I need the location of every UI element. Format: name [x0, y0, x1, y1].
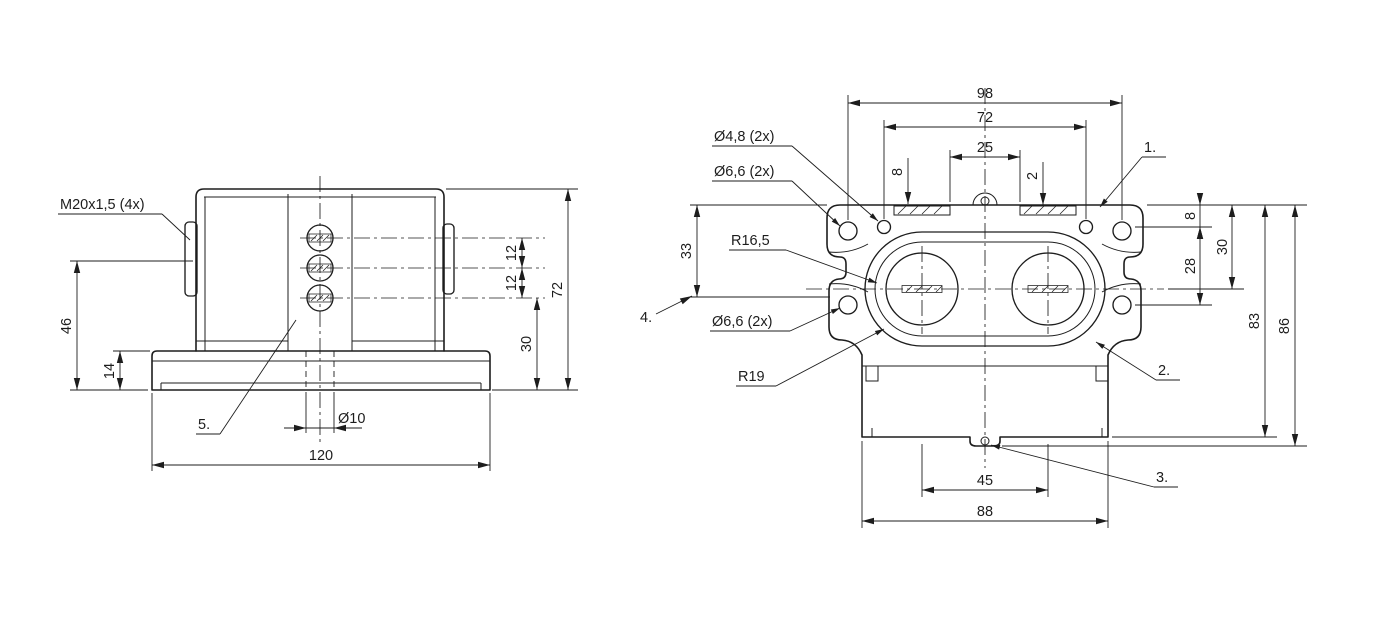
- callout-1-label: 1.: [1144, 140, 1156, 156]
- dim-33-label: 33: [679, 243, 695, 259]
- left-gland-left: [184, 221, 198, 297]
- hole-dia66-bottom-left: [838, 295, 858, 315]
- obround-outer: [864, 231, 1106, 347]
- hole-dia66-bottom-right: [1112, 295, 1132, 315]
- right-view-centerlines: [806, 88, 1164, 468]
- label-dia66-top: Ø6,6 (2x): [714, 164, 774, 180]
- dim-12b-label: 12: [504, 275, 520, 291]
- hole-dia48-right: [1078, 219, 1094, 235]
- left-view-centerlines: [300, 176, 545, 444]
- callout-2-label: 2.: [1158, 363, 1170, 379]
- callout-3-label: 3.: [1156, 470, 1168, 486]
- dim-30-left-label: 30: [519, 336, 535, 352]
- dim-88-label: 88: [977, 504, 993, 520]
- dim-120-label: 120: [309, 448, 333, 464]
- callout-5-label: 5.: [198, 417, 210, 433]
- dim-30-right-label: 30: [1215, 239, 1231, 255]
- dim-12a-label: 12: [504, 245, 520, 261]
- dim-83-label: 83: [1247, 313, 1263, 329]
- dim-46-label: 46: [59, 318, 75, 334]
- hole-dia66-top-right: [1112, 221, 1132, 241]
- label-dia66-bottom: Ø6,6 (2x): [712, 314, 772, 330]
- left-base-outline: [151, 350, 491, 391]
- dim-72-top-label: 72: [977, 110, 993, 126]
- obround-inner: [874, 241, 1096, 337]
- dim-72-left-label: 72: [550, 282, 566, 298]
- dim-98-label: 98: [977, 86, 993, 102]
- thread-spec-label: M20x1,5 (4x): [60, 197, 145, 213]
- dim-2-label: 2: [1025, 172, 1041, 180]
- left-gland-right: [442, 223, 455, 295]
- label-r19: R19: [738, 369, 765, 385]
- dim-25-label: 25: [977, 140, 993, 156]
- dim-28-label: 28: [1183, 258, 1199, 274]
- right-view: Ø4,8 (2x) Ø6,6 (2x) R16,5 Ø6,6 (2x) R19 …: [640, 86, 1307, 528]
- label-dia48: Ø4,8 (2x): [714, 129, 774, 145]
- dim-86-label: 86: [1277, 318, 1293, 334]
- dim-8-right-label: 8: [1183, 212, 1199, 220]
- dim-14-label: 14: [102, 363, 118, 379]
- dim-dia10-label: Ø10: [338, 411, 365, 427]
- right-view-dimension-lines: [655, 95, 1307, 528]
- dim-8-top-label: 8: [890, 168, 906, 176]
- hole-dia48-left: [876, 219, 892, 235]
- dim-45-label: 45: [977, 473, 993, 489]
- label-r165: R16,5: [731, 233, 770, 249]
- left-view: M20x1,5 (4x) 5. 46 14 12 12 30 72 Ø10 12…: [58, 176, 578, 471]
- callout-4-label: 4.: [640, 310, 652, 326]
- left-view-dimension-lines: [58, 188, 578, 471]
- hole-dia66-top-left: [838, 221, 858, 241]
- vent-slots: [893, 205, 1077, 216]
